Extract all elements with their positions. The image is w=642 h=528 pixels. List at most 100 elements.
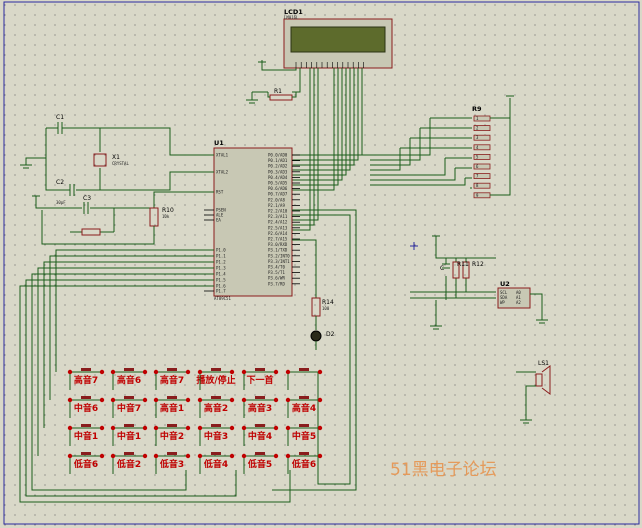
keypad-button[interactable]: 低音2: [110, 452, 148, 474]
keypad-button[interactable]: 中音4: [241, 424, 279, 446]
led-d2[interactable]: [310, 330, 322, 342]
keypad-button[interactable]: 中音1: [110, 424, 148, 446]
lcd-control-wires: [292, 68, 319, 231]
key-actuator: [211, 396, 221, 399]
mcu-pin-right-label: P2.2/A10: [268, 209, 288, 214]
cap-c3[interactable]: [83, 202, 89, 214]
key-pin: [241, 397, 247, 403]
key-label: 中音4: [248, 430, 272, 442]
mcu-pin-right-label: P3.5/T1: [268, 270, 285, 275]
key-actuator: [255, 452, 265, 455]
crystal-x1[interactable]: [93, 153, 107, 167]
key-actuator: [299, 424, 309, 427]
mcu-pin-right-label: P2.4/A12: [268, 220, 288, 225]
keypad-button[interactable]: 中音1: [67, 424, 105, 446]
sheet-border: [3, 1, 640, 525]
x1-value: CRYSTAL: [112, 161, 129, 166]
r9-pin-label: 3: [476, 135, 479, 140]
key-label: 下一首: [246, 374, 273, 386]
keypad-button[interactable]: 高音7: [153, 368, 191, 390]
r9-element: [473, 153, 491, 160]
r10-value: 10k: [162, 214, 170, 219]
cap-c-u2[interactable]: [442, 263, 450, 269]
mcu-pin-right-label: P0.0/AD0: [268, 153, 288, 158]
r1-ref: R1: [274, 88, 282, 95]
mcu-pin-right-label: P2.5/A13: [268, 225, 288, 230]
key-pin: [229, 369, 235, 375]
key-pin: [273, 453, 279, 459]
keypad-button[interactable]: 低音4: [197, 452, 235, 474]
key-actuator: [255, 368, 265, 371]
mcu-pin-left-label: EA: [216, 218, 221, 223]
r9-element: [473, 125, 491, 131]
keypad-button[interactable]: 低音5: [241, 452, 279, 474]
mcu-pin-right-label: P3.7/RD: [268, 281, 285, 286]
key-pin: [153, 425, 159, 431]
keypad-button[interactable]: 中音5: [285, 424, 323, 446]
key-actuator: [211, 368, 221, 371]
key-pin: [185, 453, 191, 459]
c-ref: C: [440, 265, 444, 272]
r9-pin-label: 2: [476, 126, 479, 131]
r9-to-p0-0: [292, 117, 472, 156]
r9-pin-label: 7: [476, 174, 479, 179]
keypad-button[interactable]: 播放/停止: [196, 368, 236, 390]
keypad-row-wires: [19, 249, 291, 503]
watermark-text: 51黑电子论坛: [390, 460, 497, 480]
keypad-button[interactable]: 高音2: [197, 396, 235, 418]
mcu-u1[interactable]: U1 AT89C51 XTAL1XTAL2RSTPSENALEEAP1.0P1.…: [204, 139, 300, 301]
keypad-button[interactable]: 中音6: [67, 396, 105, 418]
r9-element: [473, 144, 491, 151]
speaker-body: [535, 373, 543, 387]
speaker-ls1[interactable]: LS1: [535, 360, 551, 395]
reset-button[interactable]: [81, 228, 101, 236]
key-label: 中音1: [117, 430, 141, 442]
key-label: 中音1: [74, 430, 98, 442]
keypad-button[interactable]: 高音1: [153, 396, 191, 418]
key-pin: [229, 425, 235, 431]
key-label: 低音2: [116, 458, 141, 470]
key-pin: [273, 397, 279, 403]
keypad-button[interactable]: 低音6: [67, 452, 105, 474]
key-actuator: [81, 396, 91, 399]
lcd-module[interactable]: LCD1 LM016L: [283, 8, 393, 69]
keypad-button[interactable]: 低音6: [285, 452, 323, 474]
keypad-button[interactable]: 下一首: [241, 368, 279, 390]
keypad-button[interactable]: 高音4: [285, 396, 323, 418]
key-actuator: [81, 424, 91, 427]
resistor-r11[interactable]: [452, 261, 460, 279]
keypad-button[interactable]: 中音2: [153, 424, 191, 446]
keypad-button[interactable]: 高音3: [241, 396, 279, 418]
keypad-button[interactable]: 中音3: [197, 424, 235, 446]
key-pin: [142, 425, 148, 431]
resistor-r14[interactable]: [311, 297, 321, 317]
key-pin: [142, 397, 148, 403]
key-label: 高音7: [160, 374, 184, 386]
resistor-r10[interactable]: [149, 207, 159, 227]
mcu-pin-left-label: RST: [216, 190, 224, 195]
keypad-button[interactable]: 高音6: [110, 368, 148, 390]
keypad-button[interactable]: 中音7: [110, 396, 148, 418]
u2-pin-label: SCL: [500, 290, 508, 295]
mcu-model: AT89C51: [214, 296, 231, 301]
c1-ref: C1: [56, 114, 64, 121]
resistor-r1[interactable]: [269, 94, 293, 101]
key-label: 中音5: [292, 430, 316, 442]
key-pin: [99, 369, 105, 375]
mcu-pin-left-label: P1.7: [216, 289, 226, 294]
keypad-button[interactable]: 高音7: [67, 368, 105, 390]
mcu-pin-left-label: P1.3: [216, 266, 226, 271]
reset-network: [41, 208, 155, 245]
key-pin: [153, 397, 159, 403]
key-pin: [185, 425, 191, 431]
key-label: 低音4: [203, 458, 228, 470]
keypad-button[interactable]: 低音3: [153, 452, 191, 474]
mcu-pin-left-label: P1.5: [216, 278, 226, 283]
keypad-button[interactable]: [285, 368, 323, 390]
resistor-r12[interactable]: [462, 261, 470, 279]
u2-ref: U2: [500, 280, 510, 288]
mcu-pin-left-label: PSEN: [216, 208, 226, 213]
key-pin: [142, 453, 148, 459]
